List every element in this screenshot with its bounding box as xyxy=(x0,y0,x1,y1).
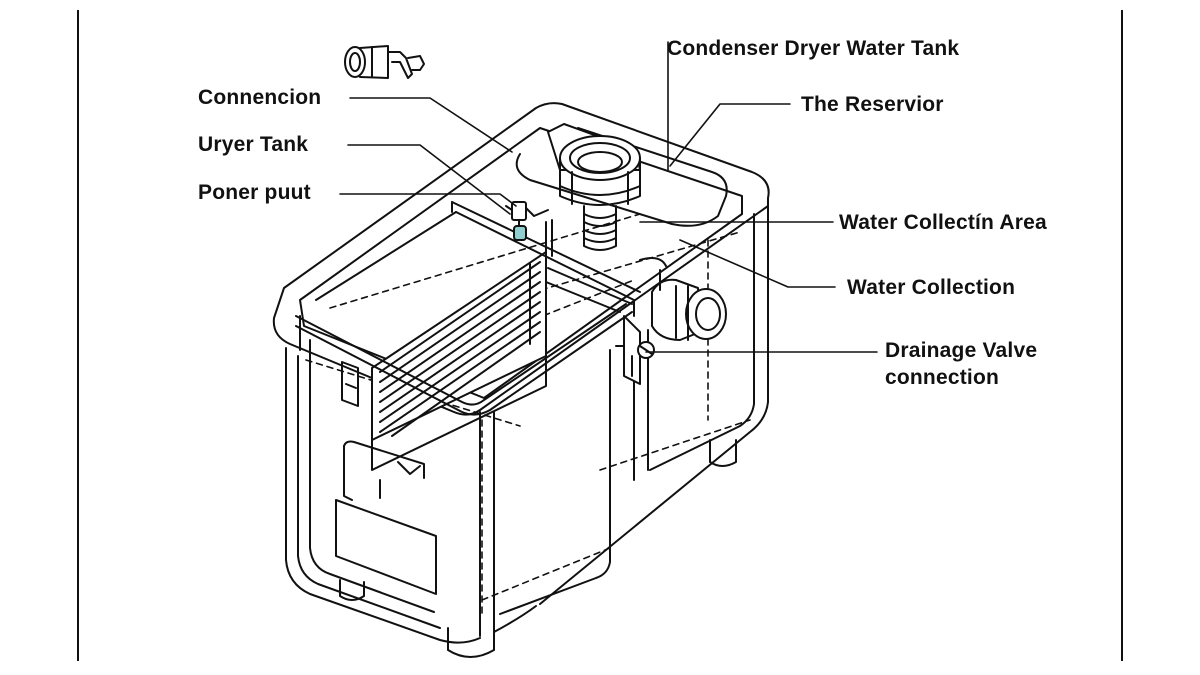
right-border-line xyxy=(1121,10,1123,661)
label-connection: Connencion xyxy=(198,86,322,109)
tank-body xyxy=(272,102,770,644)
label-dryer-tank: Uryer Tank xyxy=(198,133,309,156)
reservoir-recess xyxy=(515,127,728,227)
small-connector-icon xyxy=(505,201,549,241)
label-condenser-dryer-water-tank: Condenser Dryer Water Tank xyxy=(667,37,960,60)
label-power-input: Poner puut xyxy=(198,181,311,204)
lid-frame xyxy=(295,201,641,416)
filler-cap xyxy=(547,123,641,251)
label-water-collection: Water Collection xyxy=(847,276,1016,299)
label-water-collection-area: Water Collectín Area xyxy=(839,211,1047,234)
left-border-line xyxy=(77,10,79,661)
label-drainage-valve-connection: Drainage Valve connection xyxy=(885,337,1115,391)
leader-lines xyxy=(339,41,878,353)
tank-feet xyxy=(339,439,737,658)
side-outlet-fitting xyxy=(639,257,727,341)
label-drainage-valve-line1: Drainage Valve xyxy=(885,339,1038,362)
connector-fitting-icon xyxy=(344,45,425,79)
label-drainage-valve-line2: connection xyxy=(885,366,1000,389)
drainage-valve-bracket xyxy=(615,315,655,385)
label-the-reservoir: The Reservior xyxy=(801,93,944,116)
